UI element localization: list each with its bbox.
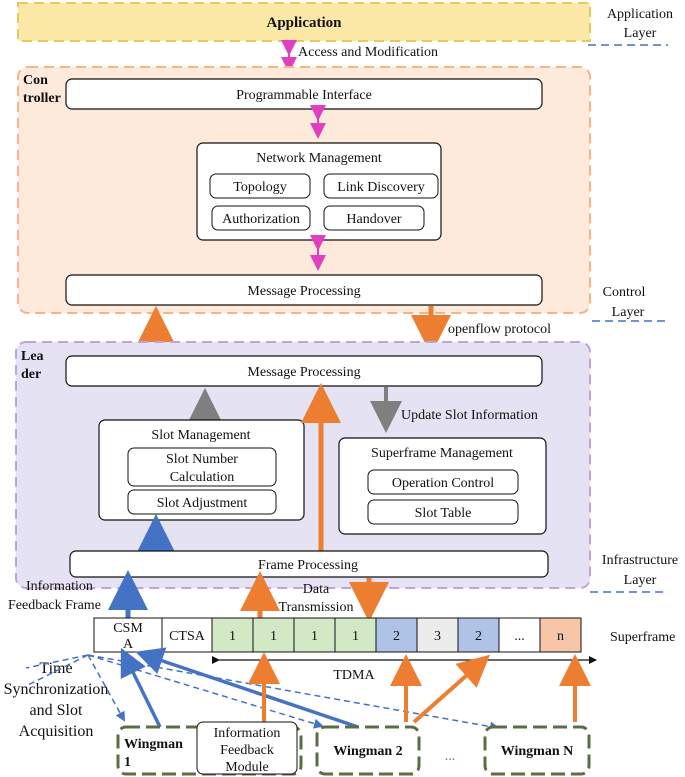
controller-message-processing-label: Message Processing xyxy=(247,284,360,299)
slot-adjustment-label: Slot Adjustment xyxy=(157,496,248,511)
slot-management-label: Slot Management xyxy=(151,428,250,443)
info-feedback-frame-label-2: Feedback Frame xyxy=(8,598,101,613)
info-feedback-module-label-1: Information xyxy=(214,726,281,741)
access-label: Access and Modification xyxy=(298,45,438,60)
slot-number-label-1: Slot Number xyxy=(166,452,238,467)
time-sync-label-1: Time xyxy=(39,660,72,677)
sync-line-1 xyxy=(87,654,125,722)
superframe-label: Superframe xyxy=(610,630,675,645)
slot-number-box xyxy=(127,447,277,487)
info-feedback-module-box xyxy=(196,721,298,775)
infrastructure-layer-label-2: Layer xyxy=(624,573,657,588)
superframe-slot-label-3: 1 xyxy=(270,629,277,644)
data-transmission-label-1: Data xyxy=(303,582,330,597)
infrastructure-layer-label-1: Infrastructure xyxy=(602,553,678,568)
authorization-box xyxy=(211,205,311,231)
wingman1-csma-line xyxy=(120,647,162,728)
time-sync-label-4: Acquisition xyxy=(19,723,94,740)
wingman-2-label: Wingman 2 xyxy=(333,744,402,759)
superframe-slot-label-8: 2 xyxy=(475,629,482,644)
superframe-slot-label-2: 1 xyxy=(229,629,236,644)
tdma-label: TDMA xyxy=(333,668,375,683)
programmable-interface-box xyxy=(65,78,543,110)
frame-processing-box xyxy=(69,550,549,578)
superframe-slot-label-7: 3 xyxy=(434,629,441,644)
time-sync-label-3: and Slot xyxy=(30,702,83,719)
application-layer-label-2: Layer xyxy=(624,26,657,41)
slot-table-label: Slot Table xyxy=(415,506,472,521)
superframe-slot-0 xyxy=(93,617,163,653)
info-feedback-module-label-3: Module xyxy=(225,760,269,775)
superframe-slot-label-4: 1 xyxy=(311,629,318,644)
leader-label-1: Lea xyxy=(21,349,44,364)
link-discovery-box xyxy=(323,173,439,199)
wingman-1-label-1: Wingman xyxy=(124,737,183,752)
superframe-slot-label-10: n xyxy=(557,629,564,644)
sync-line-5 xyxy=(25,654,89,687)
superframe-slot-5 xyxy=(334,617,377,653)
time-sync-label-2: Synchronization xyxy=(4,681,109,698)
wingman-n-label: Wingman N xyxy=(501,744,573,759)
topology-label: Topology xyxy=(233,180,286,195)
superframe-slot-label-6: 2 xyxy=(393,629,400,644)
superframe-slot-1 xyxy=(161,617,213,653)
leader-label-2: der xyxy=(21,367,41,382)
superframe-slot-label-5: 1 xyxy=(352,629,359,644)
application-layer-label-1: Application xyxy=(607,7,673,22)
info-feedback-frame-label-1: Information xyxy=(26,579,93,594)
superframe-slot-label-1: CTSA xyxy=(169,629,206,644)
network-management-label: Network Management xyxy=(256,151,382,166)
controller-message-processing-box xyxy=(65,274,543,306)
openflow-label: openflow protocol xyxy=(448,322,551,337)
handover-box xyxy=(323,205,425,231)
data-transmission-label-2: Transmission xyxy=(279,600,354,615)
superframe-slot-7 xyxy=(416,617,459,653)
superframe-slot-label-9: ... xyxy=(514,629,525,644)
control-layer-label-1: Control xyxy=(603,285,646,300)
topology-box xyxy=(209,173,311,199)
application-title: Application xyxy=(266,15,342,31)
slot-table-box xyxy=(367,499,519,525)
controller-label-2: troller xyxy=(23,91,61,106)
wingman2-slot2b-arrow xyxy=(412,654,490,724)
operation-control-box xyxy=(367,469,519,495)
superframe-slot-10 xyxy=(539,617,582,653)
superframe-slot-6 xyxy=(375,617,418,653)
superframe-slot-2 xyxy=(211,617,254,653)
wingman-2-box xyxy=(315,725,421,776)
superframe-slot-8 xyxy=(457,617,500,653)
wingman-1-label-2: 1 xyxy=(124,755,131,770)
superframe-slot-label-0-1: A xyxy=(123,637,134,652)
handover-label: Handover xyxy=(346,212,402,227)
wingman2-csma-line xyxy=(135,647,359,729)
wingmen-ellipsis: ... xyxy=(445,749,456,764)
leader-message-processing-label: Message Processing xyxy=(247,365,360,380)
authorization-label: Authorization xyxy=(222,212,300,227)
info-feedback-module-label-2: Feedback xyxy=(220,743,274,758)
sync-line-4 xyxy=(25,654,89,669)
frame-processing-label: Frame Processing xyxy=(258,558,358,573)
wingman-n-box xyxy=(483,725,591,776)
slot-number-label-2: Calculation xyxy=(170,470,235,485)
application-box xyxy=(17,2,591,42)
slot-adjustment-box xyxy=(127,489,277,515)
controller-label-1: Con xyxy=(23,73,48,88)
operation-control-label: Operation Control xyxy=(392,476,494,491)
control-layer-label-2: Layer xyxy=(612,305,645,320)
superframe-slot-9 xyxy=(498,617,541,653)
link-discovery-label: Link Discovery xyxy=(337,180,424,195)
programmable-interface-label: Programmable Interface xyxy=(236,88,372,103)
update-slot-label: Update Slot Information xyxy=(401,408,538,423)
superframe-slot-label-0-0: CSM xyxy=(113,621,143,636)
superframe-slot-3 xyxy=(252,617,295,653)
superframe-management-label: Superframe Management xyxy=(371,446,513,461)
